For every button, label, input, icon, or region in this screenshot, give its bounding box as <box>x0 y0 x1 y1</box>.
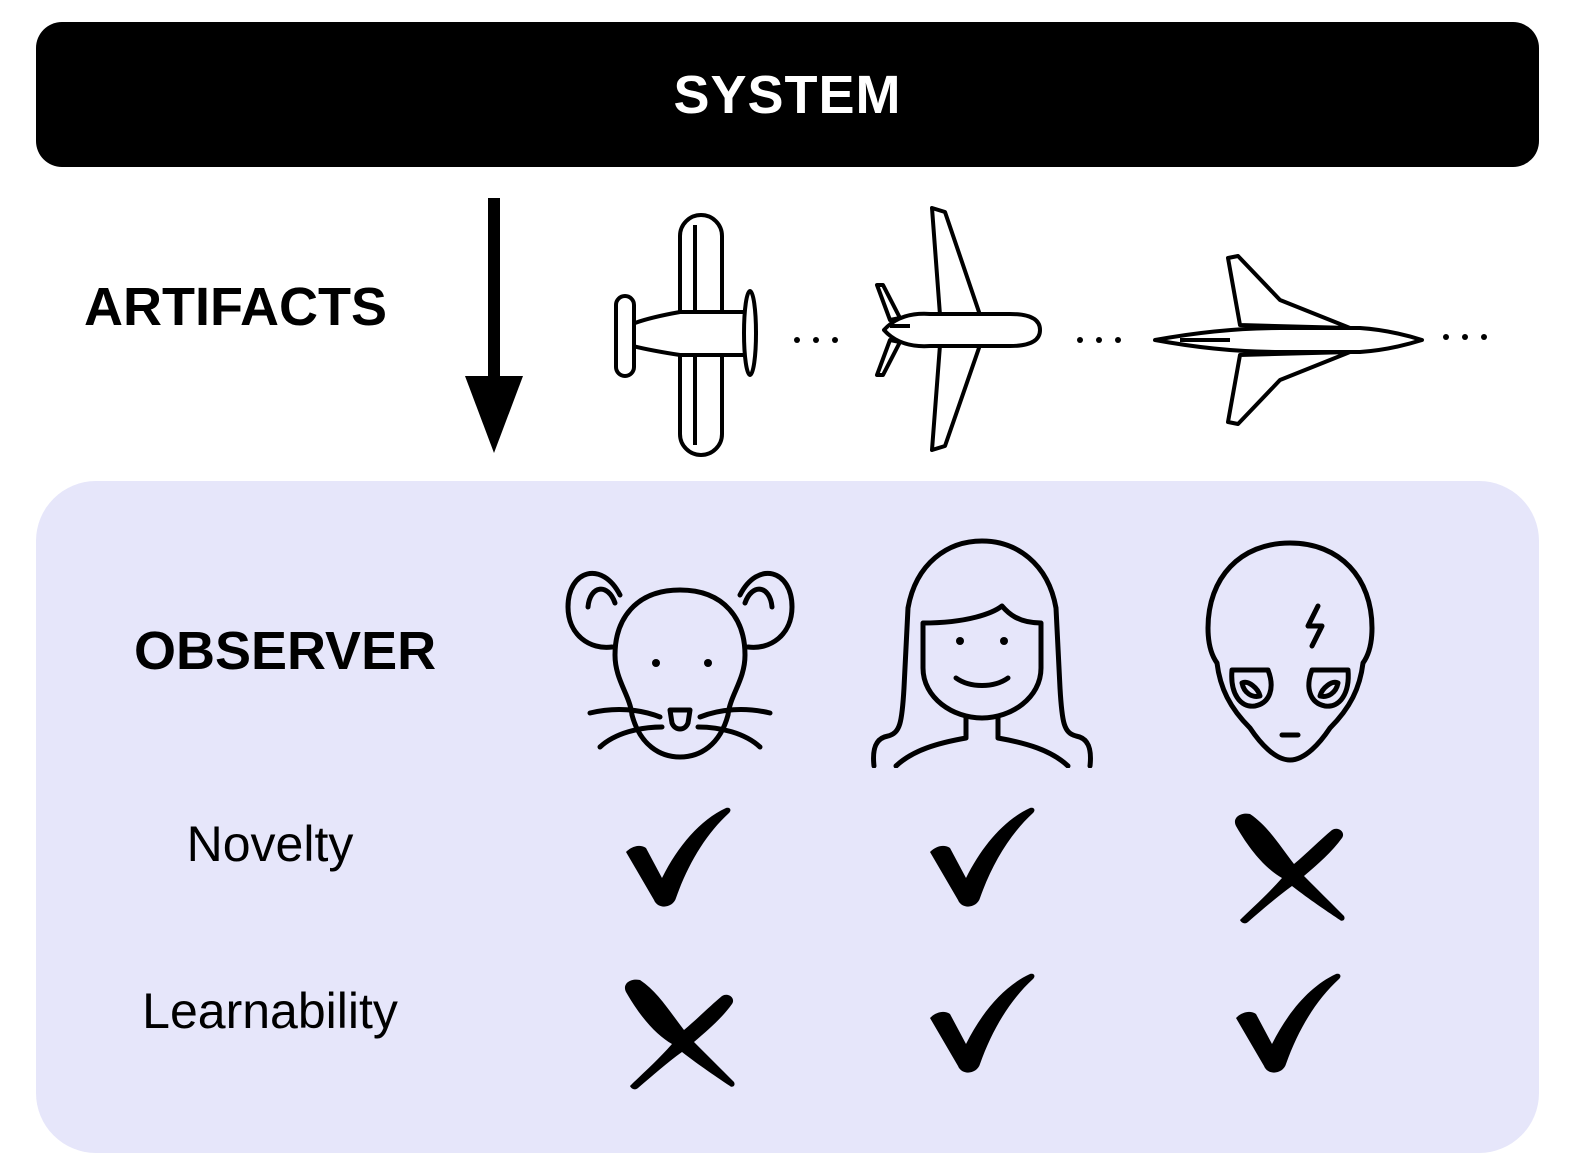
check-icon <box>922 806 1042 926</box>
system-bar: SYSTEM <box>36 22 1539 167</box>
down-arrow-icon <box>465 198 523 453</box>
artifact-planes <box>614 206 1487 457</box>
jet-plane-icon <box>875 206 1042 452</box>
cross-icon <box>1228 806 1348 926</box>
ellipsis-group <box>794 334 1487 343</box>
check-icon <box>1228 972 1348 1092</box>
row-label-novelty: Novelty <box>186 816 354 872</box>
row-label-learnability: Learnability <box>142 983 398 1039</box>
fighter-jet-icon <box>1153 254 1424 426</box>
woman-icon <box>871 538 1093 768</box>
system-title: SYSTEM <box>673 64 902 125</box>
alien-icon <box>1205 540 1375 763</box>
artifacts-label: ARTIFACTS <box>84 277 387 337</box>
observer-label: OBSERVER <box>134 621 437 681</box>
check-icon <box>618 806 738 926</box>
check-icon <box>922 972 1042 1092</box>
biplane-icon <box>614 213 758 457</box>
cross-icon <box>618 972 738 1092</box>
mouse-icon <box>565 570 795 760</box>
